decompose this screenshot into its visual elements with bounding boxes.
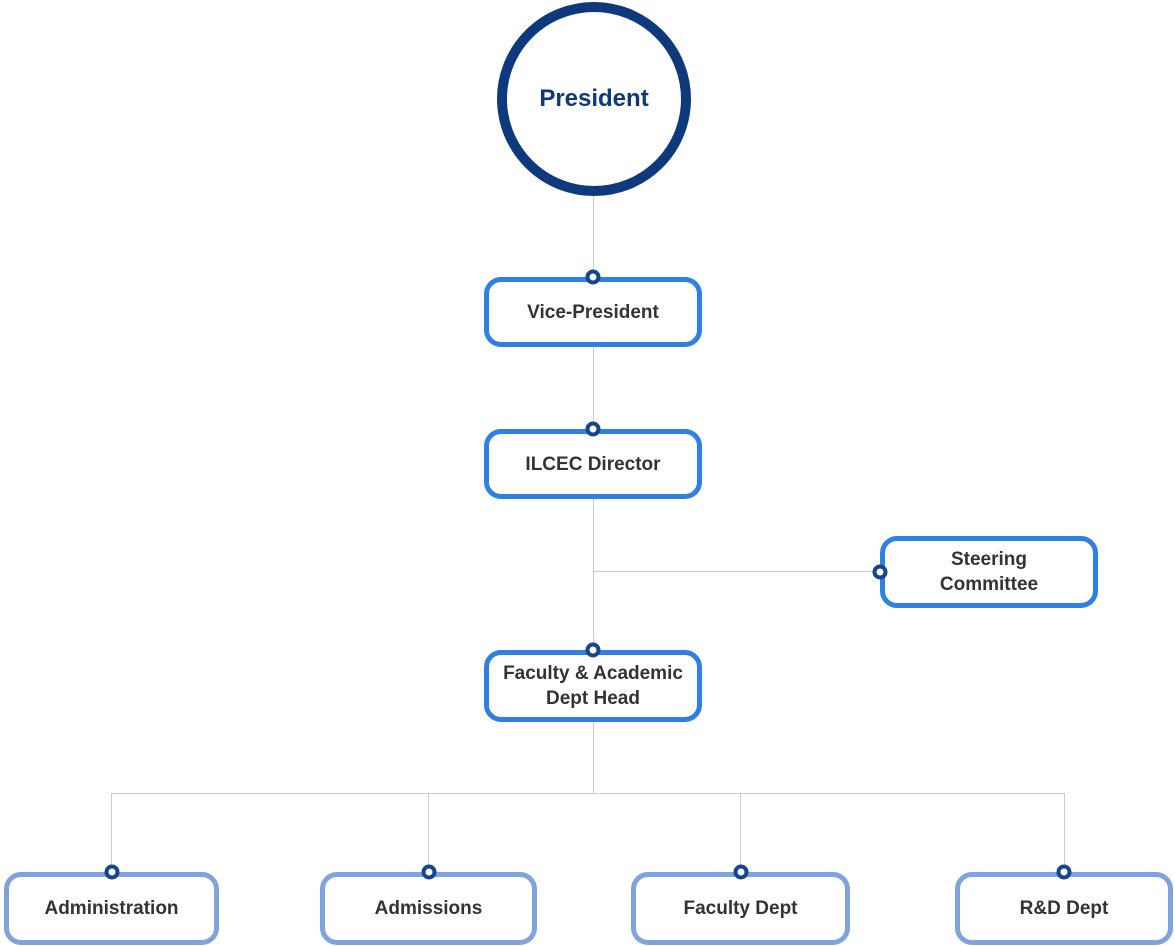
node-steering-committee-label: Steering Committee bbox=[939, 549, 1039, 595]
connector-dot bbox=[421, 864, 436, 880]
node-rd-dept-label: R&D Dept bbox=[1019, 898, 1109, 919]
node-admissions: Admissions bbox=[320, 864, 537, 945]
connector-ilcec-director-to-faculty-academic-head bbox=[593, 499, 594, 650]
connector-drop-rd-dept bbox=[1064, 793, 1065, 872]
connector-dot bbox=[585, 269, 601, 285]
connector-dot bbox=[1056, 864, 1072, 880]
connector-bottom-bus bbox=[111, 793, 1064, 794]
node-ilcec-director-label: ILCEC Director bbox=[525, 453, 661, 475]
node-president-label: President bbox=[539, 85, 649, 112]
node-faculty-dept-label: Faculty Dept bbox=[683, 898, 798, 919]
connector-drop-administration bbox=[111, 793, 112, 872]
node-ilcec-director: ILCEC Director bbox=[484, 421, 702, 499]
connector-dot bbox=[104, 864, 119, 880]
node-vice-president-label: Vice-President bbox=[527, 301, 659, 323]
node-steering-committee: Steering Committee bbox=[872, 536, 1098, 608]
node-administration: Administration bbox=[4, 864, 219, 945]
node-rd-dept: R&D Dept bbox=[955, 864, 1173, 945]
connector-drop-admissions bbox=[428, 793, 429, 872]
connector-drop-faculty-dept bbox=[740, 793, 741, 872]
connector-vice-president-to-ilcec-director bbox=[593, 347, 594, 429]
node-administration-label: Administration bbox=[44, 898, 179, 919]
connector-branch-to-steering-committee bbox=[594, 571, 880, 572]
connector-dot bbox=[733, 864, 748, 880]
node-president: President bbox=[497, 2, 691, 196]
node-faculty-academic-dept-head: Faculty & Academic Dept Head bbox=[484, 642, 702, 722]
connector-president-to-vice-president bbox=[593, 196, 594, 277]
connector-dot bbox=[585, 421, 601, 437]
connector-dot bbox=[872, 564, 888, 580]
node-admissions-label: Admissions bbox=[374, 898, 483, 919]
node-faculty-academic-dept-head-label: Faculty & Academic Dept Head bbox=[503, 663, 683, 709]
connector-dot bbox=[585, 642, 601, 658]
node-faculty-dept: Faculty Dept bbox=[631, 864, 850, 945]
node-vice-president: Vice-President bbox=[484, 269, 702, 347]
connector-faculty-academic-head-to-bus bbox=[593, 722, 594, 793]
